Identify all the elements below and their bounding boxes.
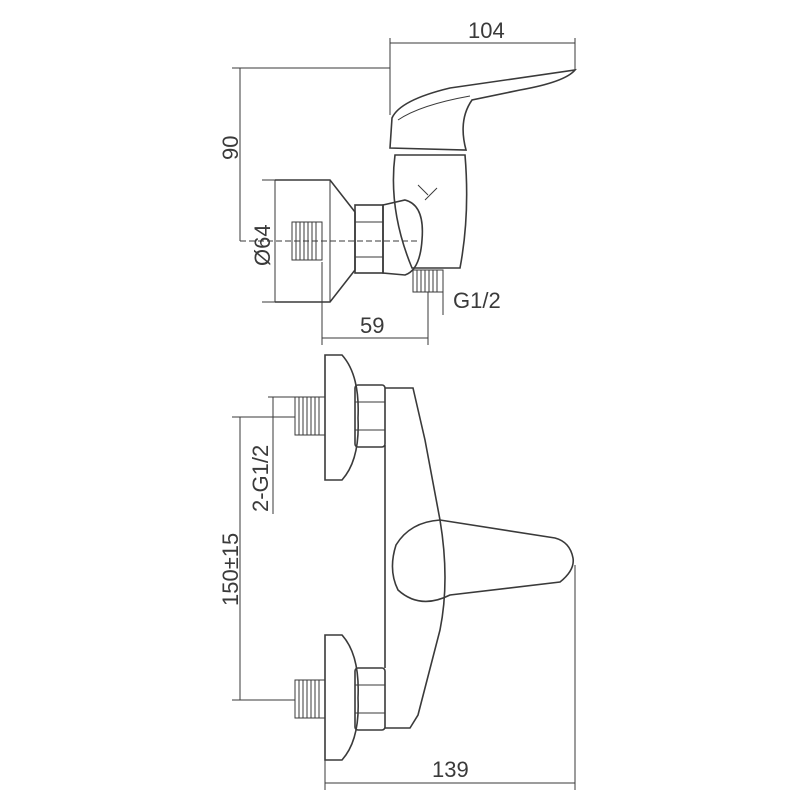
dim-150-label: 150±15 bbox=[218, 533, 243, 606]
front-valve-body bbox=[385, 387, 446, 729]
side-view: 104 90 Ø64 59 G1/2 bbox=[218, 18, 577, 345]
dim-104: 104 bbox=[389, 18, 576, 115]
dim-90-label: 90 bbox=[218, 136, 243, 160]
dim-104-label: 104 bbox=[468, 18, 505, 43]
front-bottom-thread bbox=[294, 679, 326, 719]
dim-59: 59 bbox=[321, 262, 429, 345]
dim-g12-label: G1/2 bbox=[453, 288, 501, 313]
dim-90: 90 bbox=[218, 67, 390, 241]
dim-2g12: 2-G1/2 bbox=[248, 396, 295, 514]
front-top-flange bbox=[324, 354, 359, 481]
front-top-thread bbox=[294, 396, 326, 436]
dim-139: 139 bbox=[324, 565, 576, 790]
dim-139-label: 139 bbox=[432, 757, 469, 782]
side-valve-body bbox=[382, 199, 424, 276]
side-hex-nut bbox=[354, 204, 384, 274]
front-bottom-nut bbox=[354, 667, 386, 731]
dim-2g12-label: 2-G1/2 bbox=[248, 445, 273, 512]
front-lever-handle bbox=[391, 519, 575, 603]
front-view: 2-G1/2 150±15 139 bbox=[218, 354, 576, 790]
front-bottom-flange bbox=[324, 634, 359, 761]
dim-diameter: Ø64 bbox=[250, 179, 276, 303]
dim-59-label: 59 bbox=[360, 313, 384, 338]
front-top-nut bbox=[354, 384, 386, 448]
dim-diameter-label: Ø64 bbox=[250, 224, 275, 266]
dim-g12: G1/2 bbox=[442, 285, 501, 315]
dim-150: 150±15 bbox=[218, 416, 295, 701]
side-lever-handle bbox=[389, 68, 577, 151]
side-outlet-thread bbox=[412, 269, 444, 293]
